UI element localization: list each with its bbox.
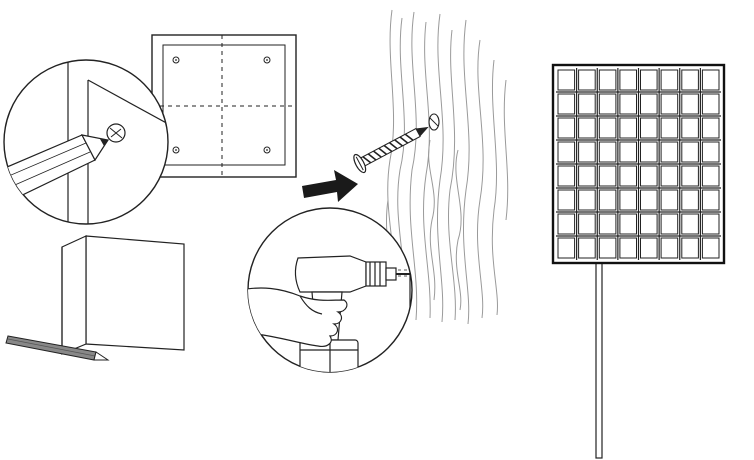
panel-cell <box>701 93 720 115</box>
panel-cell <box>598 117 617 139</box>
panel-cell <box>660 69 679 91</box>
folded-template-icon <box>5 235 185 361</box>
panel-cell <box>660 165 679 187</box>
panel-cell <box>701 213 720 235</box>
panel-cell <box>681 141 699 163</box>
panel-cell <box>660 141 679 163</box>
template-sheet <box>151 34 297 178</box>
panel-cell <box>557 117 576 139</box>
panel-cell <box>578 141 596 163</box>
panel-cell <box>619 165 638 187</box>
panel-cell <box>557 237 576 259</box>
wood-wall <box>385 9 509 325</box>
panel-cell <box>578 189 596 211</box>
panel-cell <box>598 213 617 235</box>
panel-cell <box>640 93 658 115</box>
panel-cell <box>640 69 658 91</box>
template-hole-icon <box>172 56 271 154</box>
panel-cell <box>701 69 720 91</box>
panel-cell <box>660 189 679 211</box>
panel-cell <box>619 117 638 139</box>
panel-cell <box>578 237 596 259</box>
panel-cell <box>660 117 679 139</box>
panel-cell <box>619 237 638 259</box>
panel-cell <box>578 117 596 139</box>
panel-cell <box>557 213 576 235</box>
panel-cell <box>681 189 699 211</box>
panel-cell <box>598 69 617 91</box>
panel-cell <box>619 69 638 91</box>
panel-cell <box>701 165 720 187</box>
panel-cell <box>681 117 699 139</box>
wall-hole-icon <box>428 113 440 131</box>
panel-cell <box>681 237 699 259</box>
screw-icon <box>353 126 429 174</box>
panel-cell <box>578 165 596 187</box>
panel-cell <box>619 213 638 235</box>
panel-cell <box>681 165 699 187</box>
panel-cell <box>640 165 658 187</box>
panel-cell <box>681 69 699 91</box>
panel-cell <box>578 93 596 115</box>
panel-cell <box>598 189 617 211</box>
panel-cell <box>619 93 638 115</box>
panel-cell <box>640 213 658 235</box>
panel-cell <box>619 189 638 211</box>
panel-cell <box>701 237 720 259</box>
grid-panel-icon <box>551 63 726 459</box>
panel-cell <box>598 141 617 163</box>
panel-cell <box>640 117 658 139</box>
panel-cell <box>557 69 576 91</box>
panel-cell <box>557 189 576 211</box>
panel-cell <box>598 165 617 187</box>
direction-arrow-icon <box>302 170 358 202</box>
panel-cell <box>660 213 679 235</box>
panel-cell <box>660 237 679 259</box>
panel-cell <box>578 69 596 91</box>
panel-cell <box>681 213 699 235</box>
drill-magnifier <box>247 207 413 373</box>
panel-cell <box>598 93 617 115</box>
panel-cell <box>640 237 658 259</box>
panel-cell <box>557 141 576 163</box>
panel-cell <box>701 189 720 211</box>
panel-cell <box>578 213 596 235</box>
panel-cell <box>557 165 576 187</box>
pencil-magnifier <box>3 59 169 225</box>
panel-cells <box>556 68 721 260</box>
panel-cell <box>619 141 638 163</box>
drill-icon <box>248 255 410 372</box>
panel-cell <box>640 189 658 211</box>
panel-cell <box>701 141 720 163</box>
panel-cell <box>640 141 658 163</box>
panel-cell <box>598 237 617 259</box>
panel-cell <box>660 93 679 115</box>
panel-cell <box>557 93 576 115</box>
panel-cell <box>681 93 699 115</box>
panel-cell <box>701 117 720 139</box>
pencil-icon <box>5 335 110 361</box>
